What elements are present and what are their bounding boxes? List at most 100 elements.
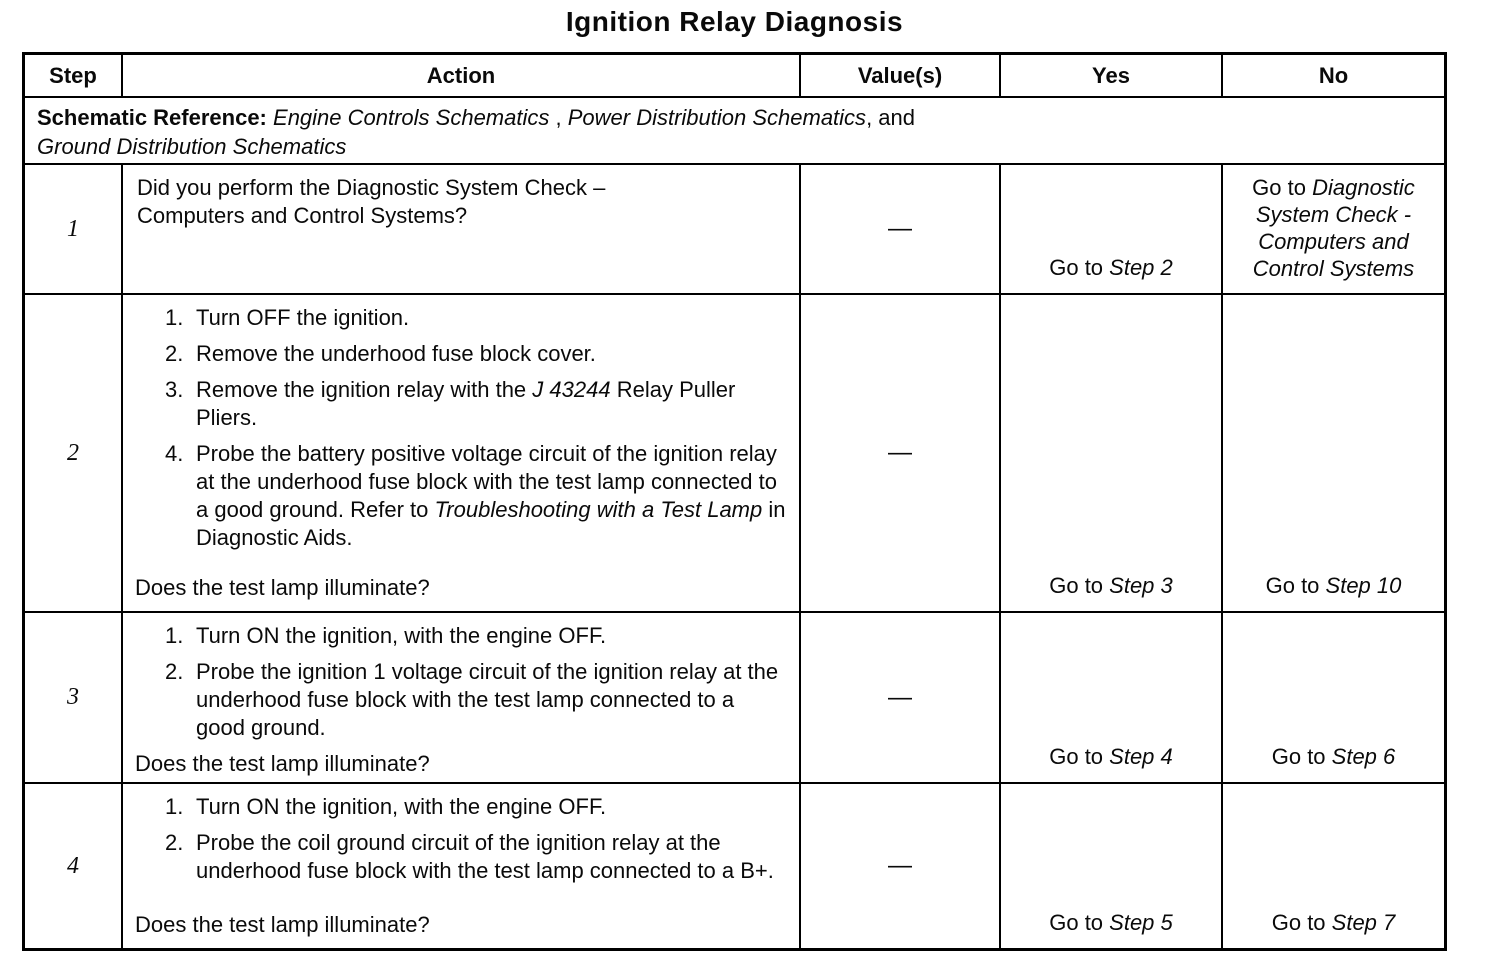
action-question: Did you perform the Diagnostic System Ch… <box>135 174 789 230</box>
goto-prefix: Go to <box>1049 573 1110 598</box>
goto-prefix: Go to <box>1265 573 1326 598</box>
value-cell: — <box>799 165 999 293</box>
list-number: 1. <box>165 305 184 330</box>
col-header-values: Value(s) <box>799 55 999 96</box>
no-goto: Go to Step 10 <box>1266 572 1402 599</box>
goto-prefix: Go to <box>1049 255 1110 280</box>
schematic-reference-line1: Schematic Reference: Engine Controls Sch… <box>37 103 1432 132</box>
action-list-item: 2. Remove the underhood fuse block cover… <box>165 340 789 368</box>
list-text-segment: Remove the ignition relay with the <box>196 377 533 402</box>
yes-cell: Go to Step 5 <box>999 784 1221 948</box>
table-row-step-4: 4 1. Turn ON the ignition, with the engi… <box>25 782 1444 948</box>
list-text-segment: Probe the battery positive voltage circu… <box>196 441 777 522</box>
no-goto: Go to Step 6 <box>1272 743 1396 770</box>
value-dash: — <box>888 852 912 879</box>
list-text-italic: Troubleshooting with a Test Lamp <box>434 497 763 522</box>
yes-goto: Go to Step 5 <box>1049 909 1173 936</box>
list-text-segment: Relay Puller Pliers. <box>196 377 736 430</box>
list-text: Turn OFF the ignition. <box>196 304 409 332</box>
list-text: Probe the coil ground circuit of the ign… <box>196 829 789 885</box>
col-header-no: No <box>1221 55 1444 96</box>
goto-prefix: Go to <box>1252 175 1313 200</box>
goto-target: Step 2 <box>1109 255 1173 280</box>
diagnosis-table: Step Action Value(s) Yes No Schematic Re… <box>22 52 1447 951</box>
step-number: 3 <box>67 684 79 710</box>
step-number: 4 <box>67 852 79 879</box>
list-text: Turn ON the ignition, with the engine OF… <box>196 793 606 821</box>
no-cell: Go to Step 6 <box>1221 613 1444 782</box>
goto-target: Step 10 <box>1325 573 1402 598</box>
goto-prefix: Go to <box>1049 910 1110 935</box>
table-row-step-1: 1 Did you perform the Diagnostic System … <box>25 163 1444 293</box>
list-text-italic: J 43244 <box>532 377 611 402</box>
separator: , <box>549 105 568 130</box>
list-number: 2. <box>165 341 184 366</box>
col-header-step: Step <box>49 62 97 88</box>
list-text-segment: Remove the underhood fuse block cover. <box>196 341 596 366</box>
action-cell: 1. Turn OFF the ignition. 2. Remove the … <box>121 295 799 611</box>
col-header-yes: Yes <box>999 55 1221 96</box>
no-cell: Go to Diagnostic System Check - Computer… <box>1221 165 1444 293</box>
list-text-segment: Turn ON the ignition, with the engine OF… <box>196 794 607 819</box>
value-cell: — <box>799 784 999 948</box>
question-text: Does the test lamp illuminate? <box>135 575 430 600</box>
goto-prefix: Go to <box>1271 744 1332 769</box>
table-row-step-2: 2 1. Turn OFF the ignition. 2. Remove th… <box>25 293 1444 611</box>
schematic-ref-engine: Engine Controls Schematics <box>273 105 550 130</box>
goto-target: Step 6 <box>1331 744 1396 769</box>
action-cell: 1. Turn ON the ignition, with the engine… <box>121 613 799 782</box>
action-question-line1: Did you perform the Diagnostic System Ch… <box>137 175 606 200</box>
action-question-line2: Computers and Control Systems? <box>137 203 468 228</box>
list-number: 1. <box>165 623 184 648</box>
yes-cell: Go to Step 4 <box>999 613 1221 782</box>
list-text: Remove the ignition relay with the J 432… <box>196 376 789 432</box>
action-list-item: 1. Turn ON the ignition, with the engine… <box>165 793 789 821</box>
step-cell: 3 <box>25 613 121 782</box>
no-goto: Go to Step 7 <box>1272 909 1396 936</box>
list-text: Probe the ignition 1 voltage circuit of … <box>196 658 789 742</box>
action-list-item: 1. Turn OFF the ignition. <box>165 304 789 332</box>
col-header-action: Action <box>121 55 799 96</box>
step-cell: 2 <box>25 295 121 611</box>
schematic-reference-label: Schematic Reference: <box>37 105 267 130</box>
yes-cell: Go to Step 3 <box>999 295 1221 611</box>
goto-prefix: Go to <box>1049 744 1110 769</box>
action-list-item: 2. Probe the coil ground circuit of the … <box>165 829 789 885</box>
action-list-item: 2. Probe the ignition 1 voltage circuit … <box>165 658 789 742</box>
list-number: 2. <box>165 659 184 684</box>
yes-goto: Go to Step 2 <box>1049 254 1173 281</box>
value-cell: — <box>799 295 999 611</box>
header-row: Step Action Value(s) Yes No <box>25 55 1444 96</box>
yes-cell: Go to Step 2 <box>999 165 1221 293</box>
separator: , and <box>866 105 915 130</box>
no-cell: Go to Step 10 <box>1221 295 1444 611</box>
schematic-reference-line2: Ground Distribution Schematics <box>37 132 1432 161</box>
list-text-segment: Turn OFF the ignition. <box>196 305 410 330</box>
yes-goto: Go to Step 4 <box>1049 743 1173 770</box>
yes-goto: Go to Step 3 <box>1049 572 1173 599</box>
list-text-segment: Probe the coil ground circuit of the ign… <box>196 830 774 883</box>
action-list-item: 3. Remove the ignition relay with the J … <box>165 376 789 432</box>
goto-prefix: Go to <box>1271 910 1332 935</box>
schematic-ref-ground: Ground Distribution Schematics <box>37 134 347 159</box>
question-text: Does the test lamp illuminate? <box>135 751 430 776</box>
value-dash: — <box>888 215 912 242</box>
action-list-item: 1. Turn ON the ignition, with the engine… <box>165 622 789 650</box>
schematic-reference-row: Schematic Reference: Engine Controls Sch… <box>25 96 1444 163</box>
table-row-step-3: 3 1. Turn ON the ignition, with the engi… <box>25 611 1444 782</box>
value-dash: — <box>888 683 912 711</box>
goto-target: Step 4 <box>1109 744 1173 769</box>
value-dash: — <box>888 439 912 466</box>
list-number: 2. <box>165 830 184 855</box>
step-number: 2 <box>67 439 79 466</box>
list-text: Remove the underhood fuse block cover. <box>196 340 596 368</box>
step-number: 1 <box>67 215 79 242</box>
schematic-ref-power: Power Distribution Schematics <box>567 105 867 130</box>
list-text-segment: in Diagnostic Aids. <box>196 497 786 550</box>
list-text: Turn ON the ignition, with the engine OF… <box>196 622 606 650</box>
list-text: Probe the battery positive voltage circu… <box>196 440 789 552</box>
list-text-segment: Probe the ignition 1 voltage circuit of … <box>196 659 779 740</box>
list-number: 4. <box>165 441 184 466</box>
list-number: 3. <box>165 377 184 402</box>
